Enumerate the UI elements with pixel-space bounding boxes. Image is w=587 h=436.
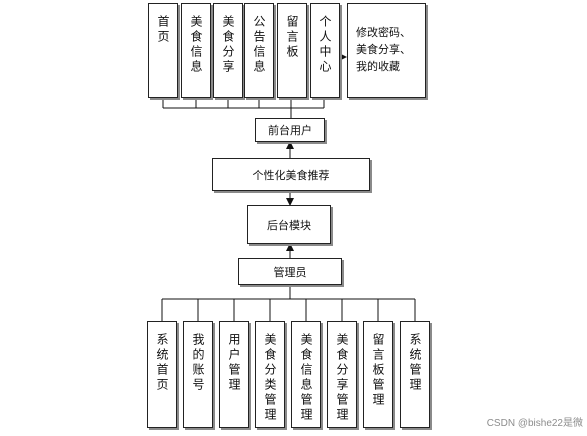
node-recommend: 个性化美食推荐 bbox=[212, 158, 370, 191]
node-label: 美食分享管理 bbox=[335, 333, 349, 423]
node-label: 系统管理 bbox=[408, 333, 422, 393]
node-label: 美食分类管理 bbox=[263, 333, 277, 423]
node-label: 美食信息管理 bbox=[299, 333, 313, 423]
node-category-mgmt: 美食分类管理 bbox=[255, 321, 285, 428]
node-label: 美食信息 bbox=[189, 15, 203, 75]
node-label: 美食分享 bbox=[221, 15, 235, 75]
node-message-board-mgmt: 留言板管理 bbox=[363, 321, 393, 428]
node-admin: 管理员 bbox=[238, 258, 342, 285]
node-label: 首页 bbox=[156, 15, 170, 45]
node-user-center-detail: 修改密码、美食分享、我的收藏 bbox=[347, 3, 426, 98]
node-label: 公告信息 bbox=[252, 15, 266, 75]
node-label: 个人中心 bbox=[318, 15, 332, 75]
node-food-info: 美食信息 bbox=[181, 3, 211, 98]
node-home: 首页 bbox=[148, 3, 178, 98]
node-label: 个性化美食推荐 bbox=[252, 168, 330, 182]
node-front-user: 前台用户 bbox=[255, 118, 325, 142]
node-food-share-mgmt: 美食分享管理 bbox=[327, 321, 357, 428]
node-label: 留言板管理 bbox=[371, 333, 385, 408]
node-label: 后台模块 bbox=[267, 218, 311, 232]
node-notice-info: 公告信息 bbox=[244, 3, 274, 98]
node-sys-home: 系统首页 bbox=[147, 321, 177, 428]
node-backend: 后台模块 bbox=[247, 205, 331, 244]
node-food-info-mgmt: 美食信息管理 bbox=[291, 321, 321, 428]
node-label: 系统首页 bbox=[155, 333, 169, 393]
node-user-mgmt: 用户管理 bbox=[219, 321, 249, 428]
node-label: 前台用户 bbox=[268, 124, 312, 137]
node-user-center: 个人中心 bbox=[310, 3, 340, 98]
node-label: 我的账号 bbox=[191, 333, 205, 393]
node-food-share: 美食分享 bbox=[213, 3, 243, 98]
node-label: 留言板 bbox=[285, 15, 299, 60]
watermark: CSDN @bishe22是微 bbox=[486, 418, 583, 429]
node-label: 用户管理 bbox=[227, 333, 241, 393]
node-label: 修改密码、美食分享、我的收藏 bbox=[356, 26, 411, 73]
node-sys-mgmt: 系统管理 bbox=[400, 321, 430, 428]
node-message-board: 留言板 bbox=[277, 3, 307, 98]
node-label: 管理员 bbox=[273, 265, 307, 279]
node-my-account: 我的账号 bbox=[183, 321, 213, 428]
